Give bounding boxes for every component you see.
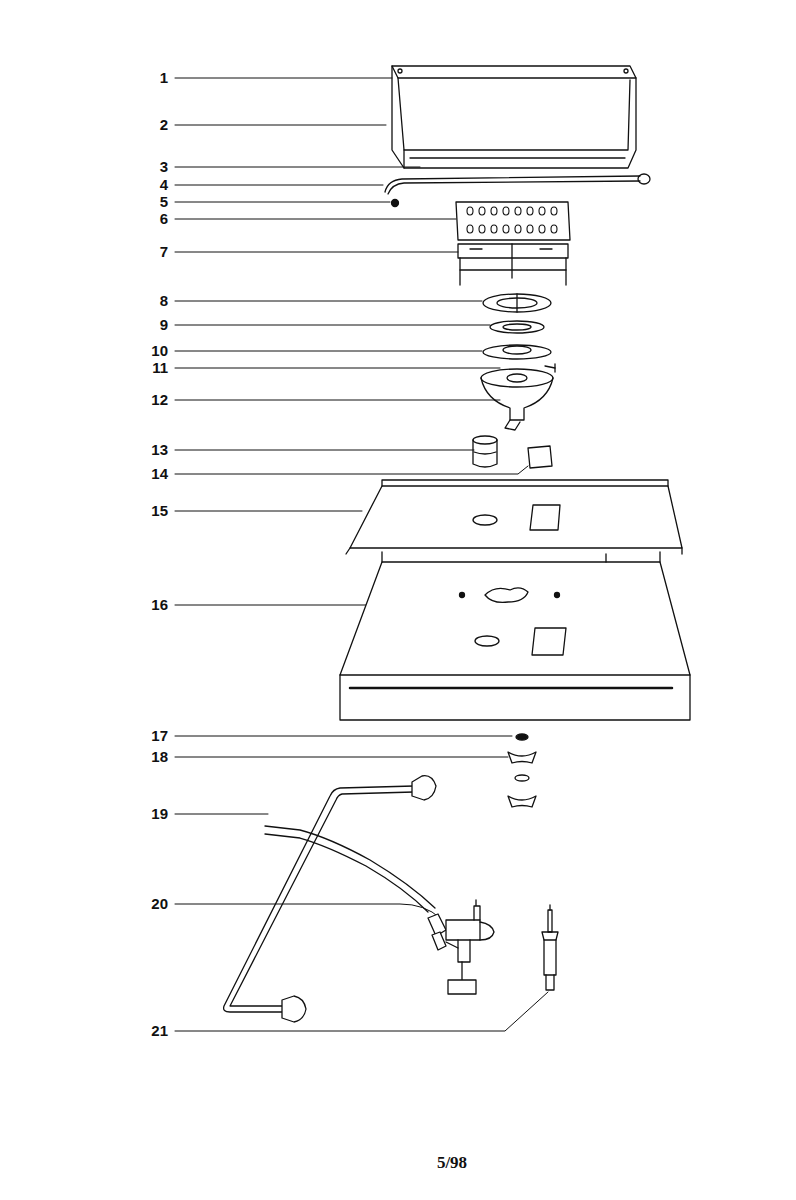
callout-number: 17 bbox=[128, 728, 168, 744]
callout-number: 16 bbox=[128, 597, 168, 613]
tab bbox=[528, 446, 552, 468]
tray bbox=[392, 66, 636, 168]
fasteners bbox=[508, 734, 536, 807]
callout-number: 14 bbox=[128, 466, 168, 482]
callout-number: 13 bbox=[128, 442, 168, 458]
callout-number: 3 bbox=[128, 159, 168, 175]
pin bbox=[392, 200, 399, 207]
callout-number: 9 bbox=[128, 317, 168, 333]
callout-number: 18 bbox=[128, 749, 168, 765]
bracket bbox=[458, 244, 568, 285]
gas-tube bbox=[224, 776, 436, 1022]
callout-number: 19 bbox=[128, 806, 168, 822]
callout-number: 12 bbox=[128, 392, 168, 408]
housing bbox=[340, 552, 690, 720]
igniter bbox=[542, 905, 558, 990]
sleeve bbox=[473, 436, 497, 467]
rings bbox=[483, 294, 551, 359]
callout-number: 8 bbox=[128, 293, 168, 309]
callout-number: 20 bbox=[128, 896, 168, 912]
rod bbox=[385, 174, 650, 194]
valve-assembly bbox=[265, 826, 494, 994]
callout-number: 10 bbox=[128, 343, 168, 359]
callout-number: 21 bbox=[128, 1023, 168, 1039]
callout-number: 6 bbox=[128, 211, 168, 227]
callout-number: 1 bbox=[128, 70, 168, 86]
page-code: 5/98 bbox=[437, 1155, 467, 1171]
callout-number: 2 bbox=[128, 117, 168, 133]
cover-plate bbox=[346, 480, 682, 554]
burner-bowl bbox=[481, 364, 555, 430]
burner-plate bbox=[456, 202, 570, 240]
callout-number: 11 bbox=[128, 360, 168, 376]
callout-number: 5 bbox=[128, 194, 168, 210]
callout-number: 15 bbox=[128, 503, 168, 519]
callout-number: 4 bbox=[128, 177, 168, 193]
callout-number: 7 bbox=[128, 244, 168, 260]
